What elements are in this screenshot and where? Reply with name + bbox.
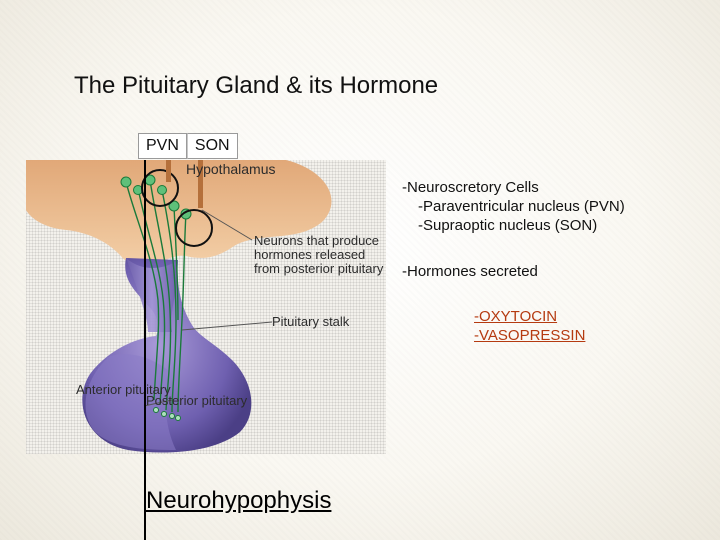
nucleus-tags: PVN SON [138,133,238,159]
neurosecretory-heading: -Neuroscretory Cells [402,179,539,196]
hormone-vasopressin: -VASOPRESSIN [474,327,586,344]
hormone-list: -OXYTOCIN -VASOPRESSIN [402,307,585,345]
label-posterior-pituitary: Posterior pituitary [146,393,248,408]
vertical-divider [144,160,146,540]
pvn-circle-marker [141,169,179,207]
hypothalamus-shape [26,160,332,266]
label-anterior-pituitary: Anterior pituitary [76,382,171,397]
label-hypothalamus: Hypothalamus [186,161,276,177]
tag-pvn: PVN [138,133,187,159]
hormone-vasopressin-line: -VASOPRESSIN [402,326,585,345]
slide-title: The Pituitary Gland & its Hormone [74,72,439,99]
pvn-item: -Paraventricular nucleus (PVN) [418,198,625,215]
pituitary-stalk [126,258,178,332]
pituitary-diagram: Hypothalamus Neurons that produce hormon… [26,160,386,454]
tag-son: SON [186,133,238,159]
neurohypophysis-label: Neurohypophysis [146,487,332,514]
hormone-oxytocin: -OXYTOCIN [474,308,558,325]
son-circle-marker [175,209,213,247]
pituitary-illustration [26,160,332,453]
son-item: -Supraoptic nucleus (SON) [418,217,598,234]
label-pituitary-stalk: Pituitary stalk [272,314,350,329]
neurosecretory-list: -Neuroscretory Cells -Paraventricular nu… [402,178,625,235]
label-neurons: Neurons that produce hormones released f… [254,233,384,276]
hormones-heading: -Hormones secreted [402,263,538,280]
anterior-lobe [85,354,176,450]
